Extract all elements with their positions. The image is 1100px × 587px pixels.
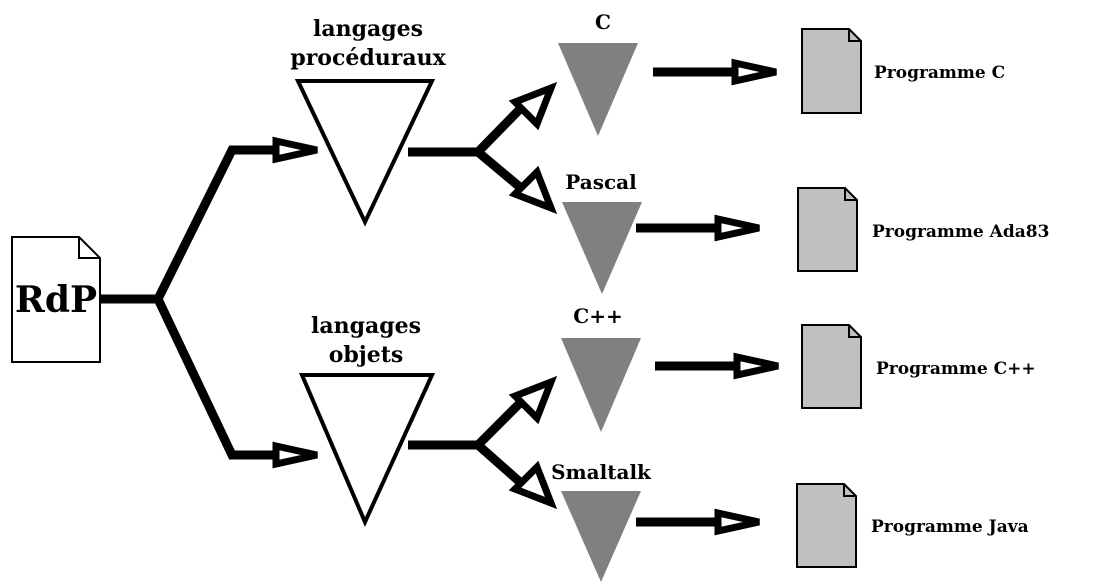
group-procedural: langages procéduraux	[290, 16, 447, 227]
language-smaltalk-triangle	[561, 491, 641, 582]
document-icon	[801, 28, 862, 114]
language-pascal-triangle	[562, 202, 642, 294]
rdp-document: RdP	[11, 236, 101, 363]
language-smaltalk-label: Smaltalk	[551, 460, 652, 484]
output-program-java-label: Programme Java	[871, 517, 1029, 537]
output-program-cpp-label: Programme C++	[876, 359, 1036, 379]
arrowhead-icon	[272, 136, 318, 164]
branch-to-objects	[153, 297, 276, 460]
arrowhead-icon	[508, 81, 558, 131]
output-program-java: Programme Java	[796, 483, 1029, 568]
arrowhead-icon	[714, 508, 760, 536]
document-fold	[844, 188, 857, 201]
fork-objects	[408, 398, 525, 487]
arrowhead-icon	[714, 214, 760, 242]
arrowhead-icon	[731, 58, 777, 86]
language-forks	[408, 104, 525, 487]
output-program-ada83-label: Programme Ada83	[872, 222, 1049, 242]
language-smaltalk: Smaltalk	[551, 460, 652, 582]
output-program-c: Programme C	[801, 28, 1005, 114]
fork-procedural	[408, 104, 525, 192]
document-fold	[848, 29, 861, 42]
document-fold	[843, 484, 856, 497]
document-icon	[796, 483, 857, 568]
language-pascal: Pascal	[562, 170, 642, 294]
arrowhead-icon	[508, 165, 558, 215]
group-arrowheads	[272, 136, 318, 469]
objects-label-line1: langages	[311, 313, 421, 339]
language-pascal-label: Pascal	[565, 170, 637, 194]
main-tree	[100, 145, 276, 460]
branch-to-procedural	[153, 145, 276, 302]
procedural-label-line2: procéduraux	[290, 45, 446, 71]
language-c: C	[558, 10, 638, 136]
language-c-label: C	[595, 10, 611, 34]
arrowhead-icon	[508, 460, 558, 510]
document-icon	[797, 187, 858, 272]
document-fold	[848, 325, 861, 338]
procedural-triangle	[294, 79, 436, 227]
language-c-triangle	[558, 43, 638, 136]
language-cpp-label: C++	[573, 304, 622, 328]
rdp-document-icon	[11, 236, 101, 363]
output-program-ada83: Programme Ada83	[797, 187, 1049, 272]
arrowhead-icon	[733, 352, 779, 380]
language-arrowheads	[508, 81, 558, 510]
language-cpp: C++	[561, 304, 641, 432]
procedural-label-line1: langages	[313, 16, 423, 42]
rdp-document-fold	[78, 237, 100, 259]
objects-triangle	[298, 373, 436, 527]
output-program-c-label: Programme C	[874, 63, 1005, 83]
rdp-label: RdP	[15, 279, 97, 321]
group-objects: langages objets	[298, 313, 436, 527]
program-arrows	[636, 67, 737, 527]
output-program-cpp: Programme C++	[801, 324, 1036, 409]
arrowhead-icon	[508, 375, 558, 425]
arrowhead-icon	[272, 441, 318, 469]
program-arrowheads	[714, 58, 779, 536]
language-cpp-triangle	[561, 338, 641, 432]
objects-label-line2: objets	[329, 342, 404, 368]
document-icon	[801, 324, 862, 409]
